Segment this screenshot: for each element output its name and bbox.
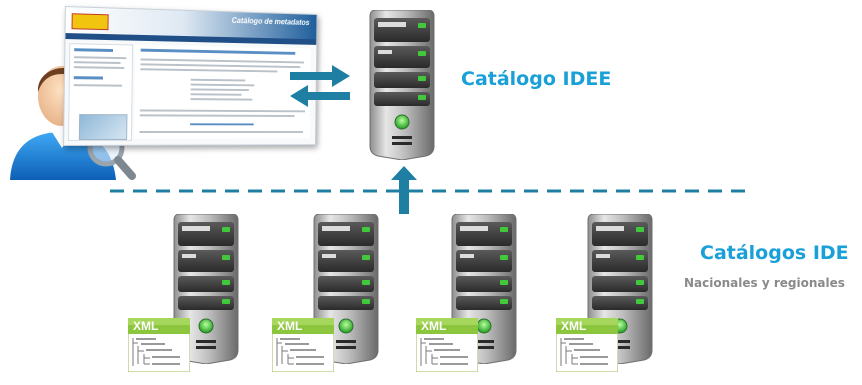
portal-title: Catálogo de metadatos: [231, 16, 310, 27]
xml-badge-label: XML: [277, 319, 303, 333]
xml-document-1: XML: [128, 318, 190, 372]
xml-badge-label: XML: [561, 319, 587, 333]
dashed-separator: [110, 189, 750, 193]
portal-logo: [71, 13, 109, 31]
upload-arrow-icon: [391, 166, 417, 214]
portal-sidebar: [68, 43, 134, 141]
xml-document-3: XML: [416, 318, 478, 372]
regional-catalogs-sublabel: Nacionales y regionales: [684, 276, 845, 290]
xml-document-4: XML: [556, 318, 618, 372]
exchange-arrows-icon: [290, 65, 350, 107]
central-catalog-label: Catálogo IDEE: [461, 68, 612, 90]
xml-badge-label: XML: [421, 319, 447, 333]
xml-badge-label: XML: [133, 319, 159, 333]
regional-catalogs-label: Catálogos IDE: [700, 242, 849, 264]
central-catalog-server-icon: [362, 10, 442, 160]
portal-content: [133, 44, 311, 139]
portal-map-thumbnail: [78, 114, 128, 140]
catalog-portal-screenshot: Catálogo de metadatos: [63, 6, 318, 147]
xml-document-2: XML: [272, 318, 334, 372]
